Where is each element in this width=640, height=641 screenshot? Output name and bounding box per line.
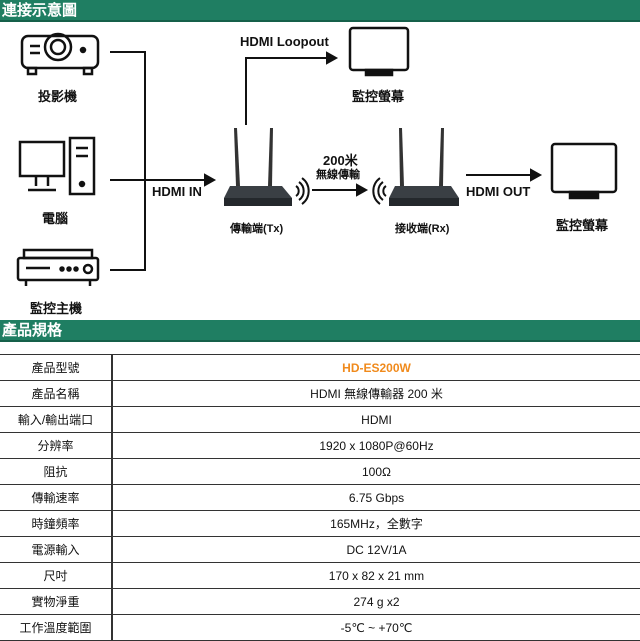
spec-value: 1920 x 1080P@60Hz [112, 432, 640, 459]
hdmi-out-label: HDMI OUT [466, 184, 531, 199]
wireless-label: 無線傳輸 [316, 169, 360, 181]
section-header-connection: 連接示意圖 [0, 0, 640, 22]
monitor-loop-label: 監控螢幕 [352, 89, 405, 104]
distance-label: 200米 [323, 153, 358, 168]
host-label: 監控主機 [30, 301, 83, 316]
tx-label: 傳輸端(Tx) [230, 223, 284, 235]
spec-value: DC 12V/1A [112, 536, 640, 563]
spec-value: HDMI [112, 406, 640, 433]
hdmi-loopout-label: HDMI Loopout [240, 34, 329, 49]
rx-device-icon [389, 128, 459, 206]
computer-label: 電腦 [42, 211, 69, 226]
connector-lines [110, 51, 543, 271]
table-row: 工作溫度範圍-5℃ ~ +70℃ [0, 614, 640, 641]
spec-value: HD-ES200W [112, 354, 640, 381]
spec-value: 100Ω [112, 458, 640, 485]
section-header-specs: 產品規格 [0, 320, 640, 342]
spec-label: 時鐘頻率 [0, 510, 113, 537]
monitor-icon-loopout [348, 26, 410, 77]
connection-diagram [16, 26, 618, 286]
spec-label: 實物淨重 [0, 588, 113, 615]
spec-value: -5℃ ~ +70℃ [112, 614, 640, 641]
spec-value: HDMI 無線傳輸器 200 米 [112, 380, 640, 407]
spec-label: 分辨率 [0, 432, 113, 459]
dvr-host-icon [16, 248, 100, 286]
spec-value: 6.75 Gbps [112, 484, 640, 511]
tx-device-icon [224, 128, 292, 206]
projector-icon [20, 32, 100, 76]
spec-label: 工作溫度範圍 [0, 614, 113, 641]
wireless-signal-icon [295, 177, 387, 205]
spec-label: 產品型號 [0, 354, 113, 381]
projector-label: 投影機 [38, 89, 78, 104]
spec-value: 274 g x2 [112, 588, 640, 615]
monitor-icon-out [550, 142, 618, 200]
spec-label: 尺吋 [0, 562, 113, 589]
spec-value: 165MHz，全數字 [112, 510, 640, 537]
rx-label: 接收端(Rx) [395, 223, 450, 235]
spec-label: 產品名稱 [0, 380, 113, 407]
monitor-out-label: 監控螢幕 [556, 218, 609, 233]
spec-value: 170 x 82 x 21 mm [112, 562, 640, 589]
hdmi-in-label: HDMI IN [152, 184, 202, 199]
spec-label: 傳輸速率 [0, 484, 113, 511]
spec-label: 阻抗 [0, 458, 113, 485]
spec-label: 輸入/輸出端口 [0, 406, 113, 433]
computer-icon [18, 136, 96, 196]
spec-label: 電源輸入 [0, 536, 113, 563]
